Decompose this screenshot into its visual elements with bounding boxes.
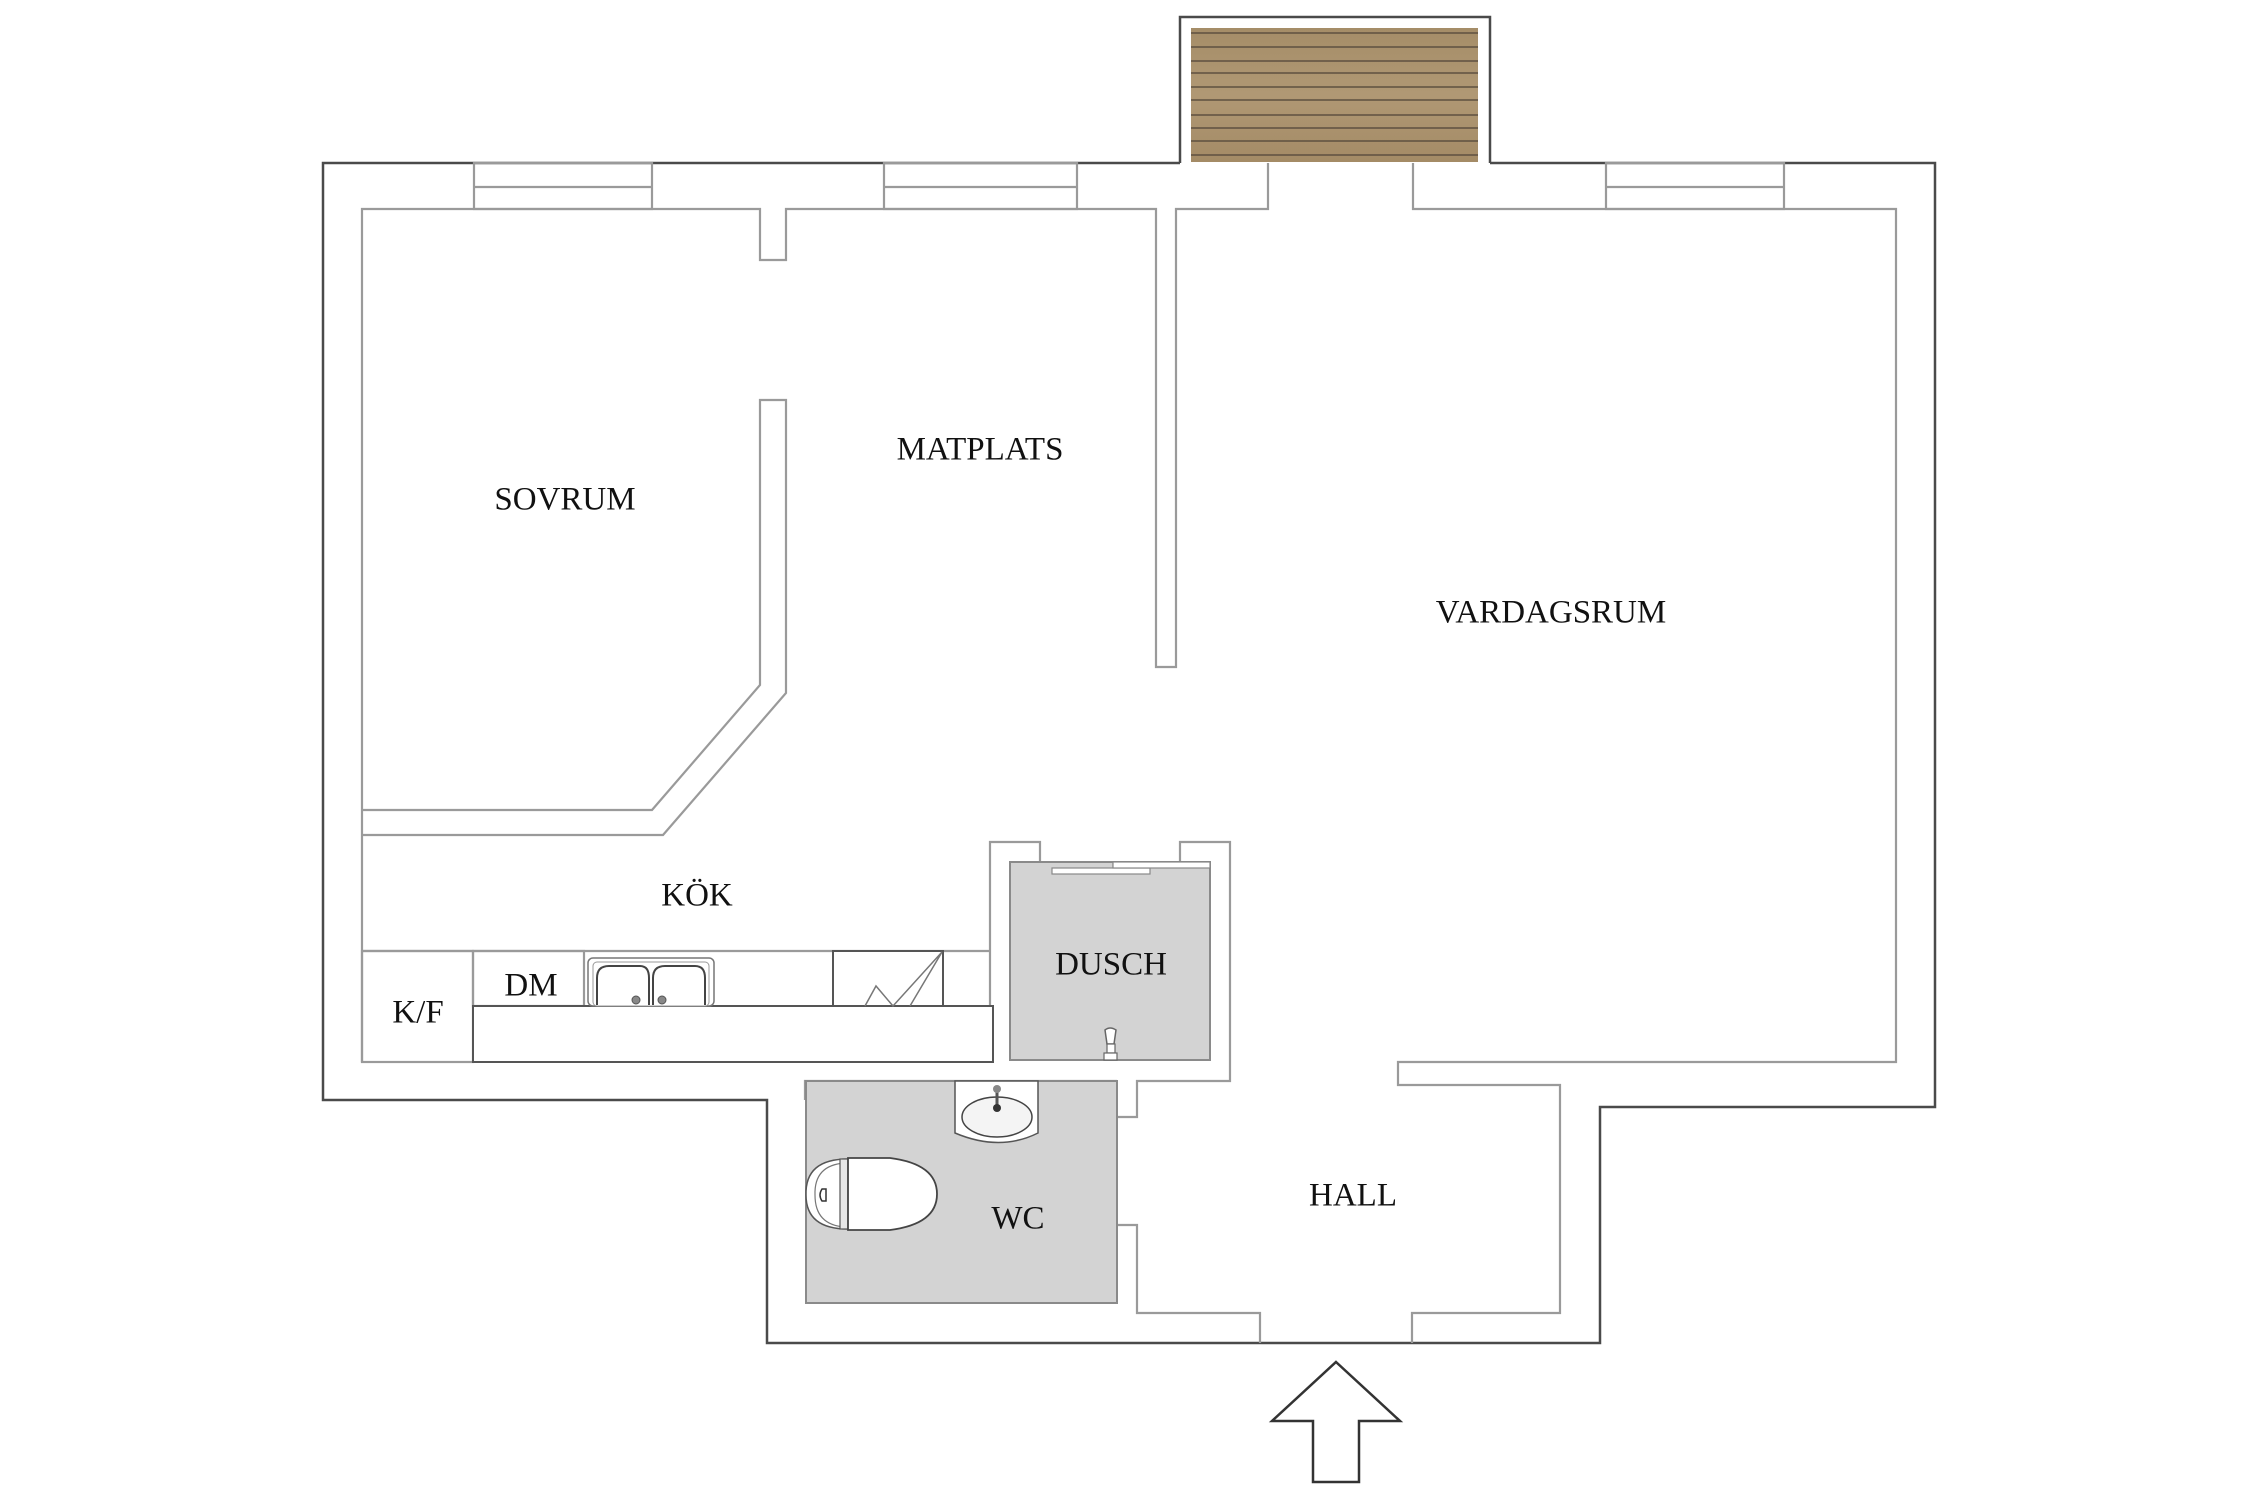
room-label-kf: K/F bbox=[392, 994, 444, 1031]
room-label-matplats: MATPLATS bbox=[896, 431, 1064, 468]
shower-room bbox=[1009, 861, 1211, 1061]
kitchen-counter bbox=[360, 949, 994, 1064]
room-label-wc: WC bbox=[991, 1200, 1045, 1237]
room-label-kok: KÖK bbox=[661, 877, 733, 914]
room-label-sovrum: SOVRUM bbox=[494, 481, 636, 518]
balcony bbox=[1178, 15, 1492, 163]
room-label-vardagsrum: VARDAGSRUM bbox=[1435, 594, 1667, 631]
toilet-icon bbox=[805, 1157, 938, 1231]
shower-drain-icon bbox=[1103, 1027, 1118, 1061]
stove-icon bbox=[832, 950, 944, 1008]
washbasin-icon bbox=[954, 1080, 1039, 1144]
room-label-dm: DM bbox=[504, 967, 558, 1004]
entrance-arrow-icon bbox=[1268, 1360, 1404, 1484]
room-label-hall: HALL bbox=[1309, 1177, 1397, 1214]
wc-room bbox=[805, 1080, 1118, 1304]
sink-icon bbox=[587, 957, 715, 1007]
room-label-dusch: DUSCH bbox=[1055, 946, 1167, 983]
inner-walls bbox=[360, 161, 1898, 1343]
outer-walls bbox=[321, 161, 1937, 1345]
